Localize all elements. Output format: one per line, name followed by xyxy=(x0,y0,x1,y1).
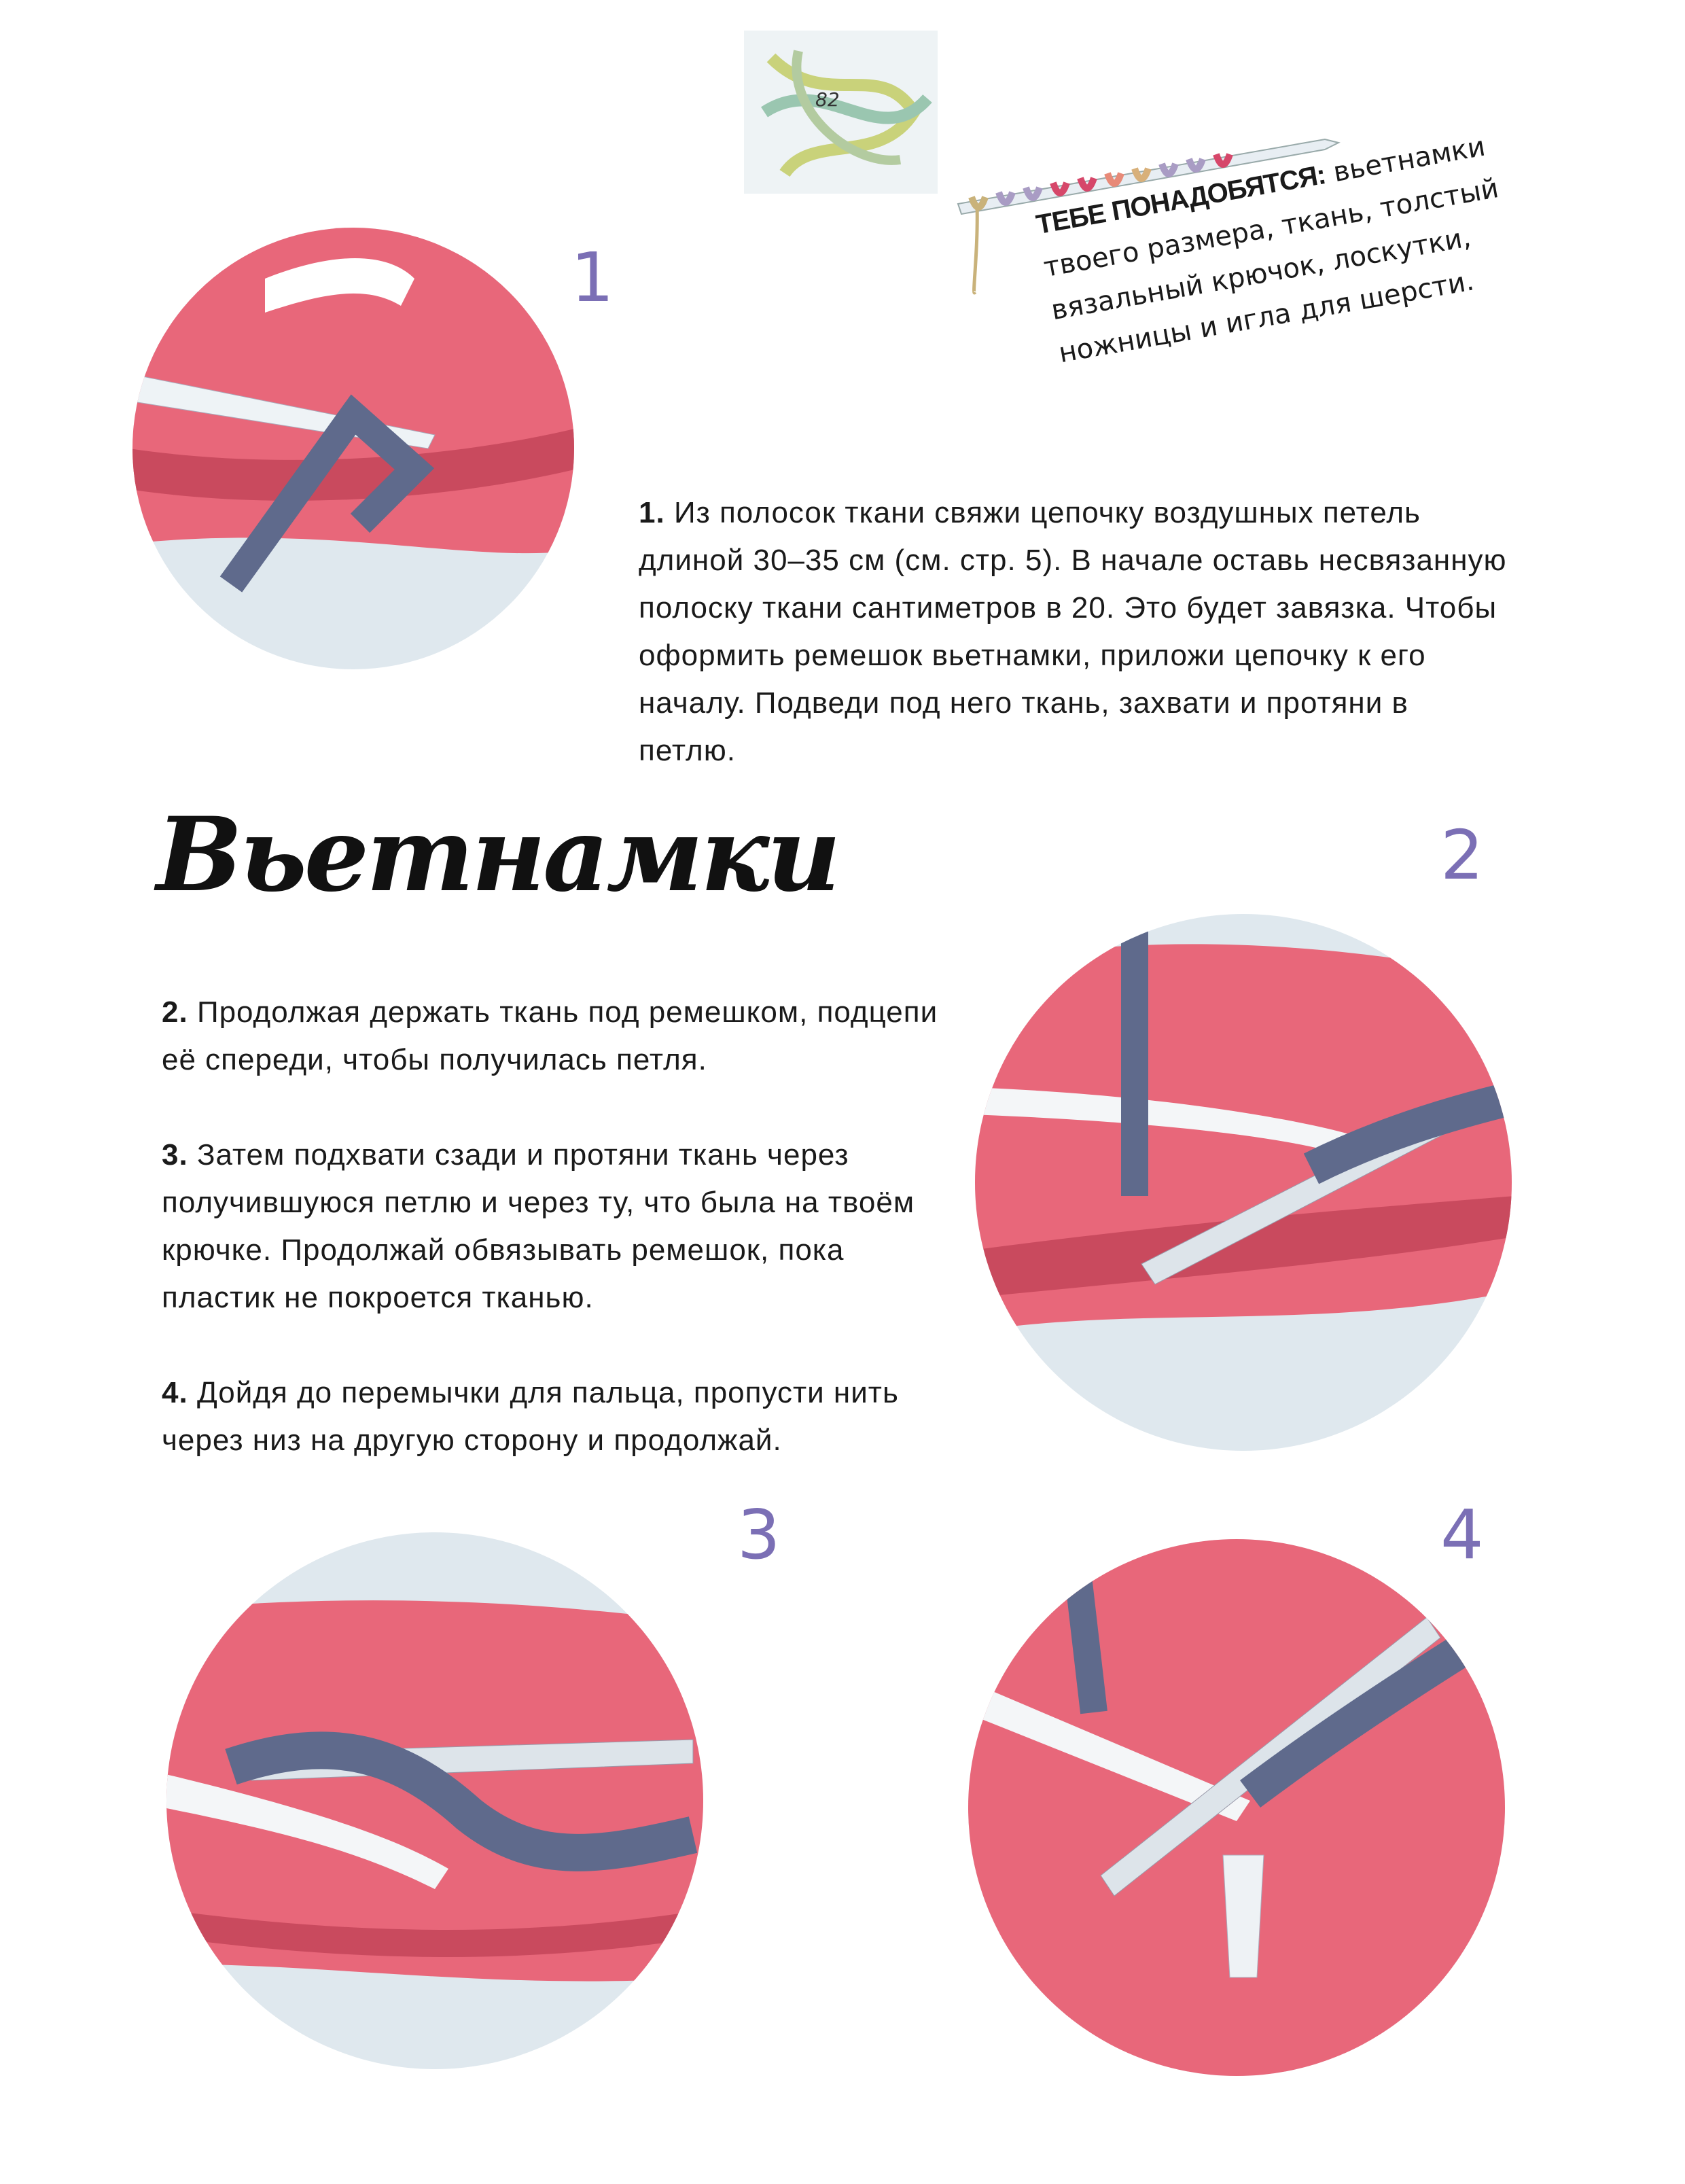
step-4-number: 4. xyxy=(162,1376,188,1409)
step-number-2: 2 xyxy=(1440,815,1484,895)
page-number-illustration xyxy=(744,31,938,194)
step-3-description: Затем подхвати сзади и протяни ткань чер… xyxy=(162,1138,915,1314)
step-3-illustration xyxy=(166,1532,703,2069)
steps-2-4-text: 2. Продолжая держать ткань под ремешком,… xyxy=(162,989,950,1512)
step-1-illustration xyxy=(132,228,574,669)
step-number-3: 3 xyxy=(737,1495,781,1574)
step-1-number: 1. xyxy=(639,496,665,529)
page-title: Вьетнамки xyxy=(156,795,841,915)
knitting-needle-illustration xyxy=(957,138,1341,295)
page-number: 82 xyxy=(815,88,840,111)
step-4-description: Дойдя до перемычки для пальца, пропусти … xyxy=(162,1376,899,1457)
step-3-text: 3. Затем подхвати сзади и протяни ткань … xyxy=(162,1131,950,1322)
step-number-1: 1 xyxy=(571,238,614,317)
step-4-illustration xyxy=(968,1539,1505,2076)
knot-icon xyxy=(761,50,932,177)
step-3-number: 3. xyxy=(162,1138,188,1172)
step-1-text: 1. Из полосок ткани свяжи цепочку воздуш… xyxy=(639,489,1508,775)
step-1-description: Из полосок ткани свяжи цепочку воздушных… xyxy=(639,496,1507,767)
step-2-illustration xyxy=(975,914,1512,1451)
step-2-number: 2. xyxy=(162,996,188,1029)
step-2-description: Продолжая держать ткань под ремешком, по… xyxy=(162,996,938,1076)
step-number-4: 4 xyxy=(1440,1495,1484,1574)
step-4-text: 4. Дойдя до перемычки для пальца, пропус… xyxy=(162,1369,950,1464)
step-2-text: 2. Продолжая держать ткань под ремешком,… xyxy=(162,989,950,1084)
